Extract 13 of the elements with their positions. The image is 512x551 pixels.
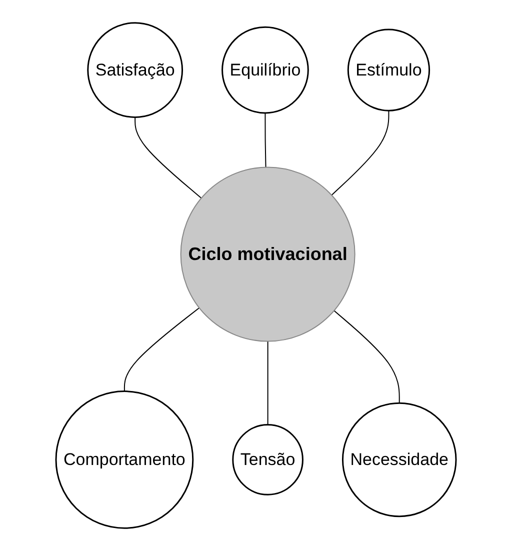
- connector: [331, 110, 390, 196]
- connector: [134, 116, 202, 199]
- connector: [264, 112, 266, 168]
- node-circle: Satisfação: [87, 22, 184, 118]
- connector: [267, 340, 268, 426]
- node-circle: Comportamento: [55, 390, 194, 529]
- node-circle: Equilíbrio: [222, 26, 309, 114]
- connector: [334, 310, 400, 404]
- node-circle: Tensão: [232, 424, 304, 496]
- connector: [124, 307, 200, 392]
- node-circle: Ciclo motivacional: [180, 166, 356, 342]
- node-circle: Necessidade: [342, 402, 457, 518]
- node-circle: Estímulo: [347, 28, 430, 112]
